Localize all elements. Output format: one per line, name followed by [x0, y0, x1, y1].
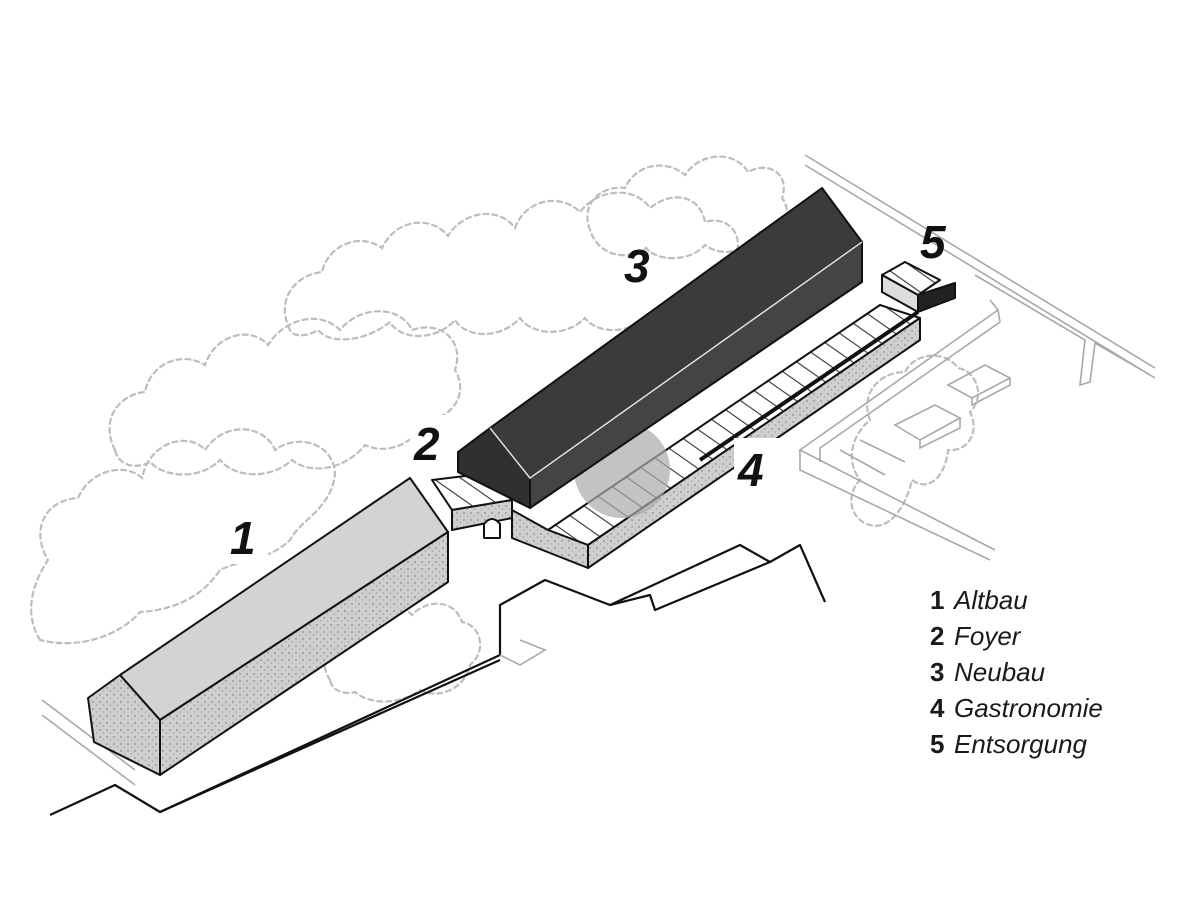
tree-canopy-bottom [322, 602, 482, 703]
neubau-ridge-highlight [489, 241, 863, 480]
street-and-courtyard [41, 154, 1156, 786]
legend-label: Gastronomie [954, 693, 1103, 723]
legend-number: 3 [930, 657, 945, 687]
neubau-gable [457, 427, 531, 509]
neubau-roof [489, 187, 863, 479]
entsorgung-side [917, 282, 956, 313]
legend-item: 5 Entsorgung [930, 726, 1103, 762]
legend-label: Altbau [954, 585, 1028, 615]
legend-number: 2 [930, 621, 945, 651]
legend-item: 3 Neubau [930, 654, 1103, 690]
legend-label: Entsorgung [954, 729, 1087, 759]
callouts: 1 2 3 4 5 [222, 216, 947, 564]
legend-item: 1 Altbau [930, 582, 1103, 618]
legend-number: 4 [930, 693, 945, 723]
terrain-lines [49, 543, 827, 816]
gastronomie-railing [698, 310, 920, 462]
tree-canopy-mid [108, 310, 462, 476]
legend: 1 Altbau 2 Foyer 3 Neubau 4 Gastronomie 5 Ent… [930, 582, 1103, 762]
tree-canopy-lower [30, 428, 337, 645]
building-altbau [87, 477, 449, 776]
callout-3: 3 [624, 240, 650, 292]
callout-5: 5 [920, 216, 947, 268]
altbau-gable [87, 674, 161, 776]
foyer-door [483, 518, 501, 539]
building-neubau [457, 187, 863, 509]
tree-canopy-upper [283, 191, 743, 341]
legend-label: Neubau [954, 657, 1046, 687]
tree-canopy-right [850, 354, 980, 527]
tree-canopy-top [586, 155, 788, 260]
callout-2: 2 [413, 418, 440, 470]
legend-number: 1 [930, 585, 945, 615]
callout-1: 1 [230, 512, 256, 564]
callout-4: 4 [737, 444, 764, 496]
legend-label: Foyer [954, 621, 1021, 651]
legend-item: 4 Gastronomie [930, 690, 1103, 726]
tree-outlines [30, 155, 980, 703]
legend-item: 2 Foyer [930, 618, 1103, 654]
building-entsorgung [881, 261, 956, 313]
legend-number: 5 [930, 729, 945, 759]
